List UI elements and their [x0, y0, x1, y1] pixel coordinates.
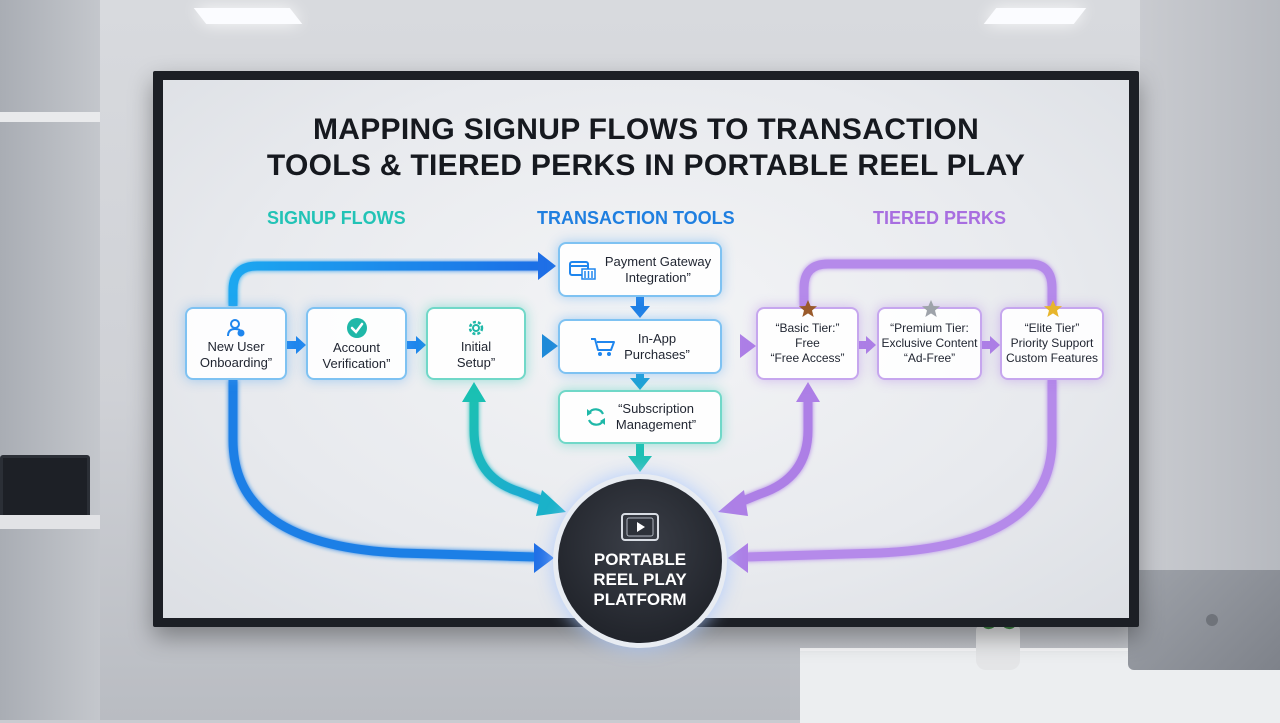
node-label-line-2: Exclusive Content [881, 336, 978, 350]
user-icon [227, 318, 245, 336]
bronze-star-icon [799, 300, 817, 317]
arrowhead-premium [866, 336, 876, 354]
cart-icon [591, 337, 616, 356]
left-shelf [0, 112, 100, 122]
node-in-app-purchases: In-App Purchases” [558, 319, 722, 374]
arrowhead-to-payment [538, 252, 556, 280]
node-label-line-1: “Basic Tier:” [775, 321, 840, 335]
laptop-logo [1206, 614, 1218, 626]
node-label-line-1: “Subscription [618, 401, 694, 416]
node-payment-gateway: Payment Gateway Integration” [558, 242, 722, 297]
laptop [1128, 570, 1280, 670]
node-label-line-2: Free [795, 336, 820, 350]
hub-label-line-1: PORTABLE [593, 550, 687, 569]
title-line-1: MAPPING SIGNUP FLOWS TO TRANSACTION [312, 113, 980, 146]
node-label-line-1: Account [333, 339, 380, 355]
node-label-line-1: “Elite Tier” [1024, 321, 1080, 335]
node-label-line-1: Initial [460, 338, 492, 354]
platform-hub: PORTABLE REEL PLAY PLATFORM [558, 479, 722, 643]
node-label-line-2: Setup” [456, 354, 496, 370]
node-initial-setup: Initial Setup” [426, 307, 526, 380]
arrowhead-elite-hub [728, 543, 748, 573]
node-label-line-1: New User [207, 338, 265, 354]
arrowhead-setup-up [462, 382, 486, 402]
node-label-line-1: “Premium Tier: [890, 321, 969, 335]
node-label-line-1: Payment Gateway [604, 253, 712, 269]
arrowhead-inapp [542, 334, 558, 358]
connector-onboarding-to-payment [228, 261, 540, 306]
hub-label-line-3: PLATFORM [593, 590, 687, 609]
connector-basic-to-hub [736, 398, 813, 508]
refresh-icon [586, 408, 605, 426]
node-label-line-3: Custom Features [1005, 351, 1099, 365]
column-heading-signup-flows: SIGNUP FLOWS [267, 208, 406, 228]
arrowhead-verification [296, 336, 306, 354]
hub-label-line-2: REEL PLAY [593, 570, 687, 589]
node-label-line-3: “Free Access” [770, 351, 845, 365]
arrowhead-elite [990, 336, 1000, 354]
node-label-line-2: Verification” [322, 355, 391, 371]
node-elite-tier: “Elite Tier” Priority Support Custom Fea… [1000, 300, 1104, 380]
connector-elite-to-hub [745, 380, 1057, 562]
check-circle-icon [346, 317, 367, 338]
node-label-line-2: Management” [615, 417, 697, 432]
node-label-line-1: In-App [637, 330, 677, 346]
payment-card-icon [568, 260, 596, 280]
node-label-line-2: Purchases” [624, 346, 690, 362]
title-line-2: TOOLS & TIERED PERKS IN PORTABLE REEL PL… [266, 149, 1026, 182]
arrowhead-basic [740, 334, 756, 358]
arrowhead-inapp-subscription [630, 378, 650, 390]
connector-setup-to-hub [469, 398, 550, 508]
node-premium-tier: “Premium Tier: Exclusive Content “Ad-Fre… [877, 300, 982, 380]
arrowhead-hub-purple [718, 490, 748, 516]
connector-onboarding-to-hub [228, 380, 537, 562]
connector-perks-loop [799, 259, 1057, 306]
column-heading-transaction-tools: TRANSACTION TOOLS [537, 208, 735, 228]
column-heading-tiered-perks: TIERED PERKS [873, 208, 1007, 228]
diagram-title: MAPPING SIGNUP FLOWS TO TRANSACTION TOOL… [163, 112, 1129, 184]
arrowhead-payment-inapp [630, 306, 650, 318]
arrowhead-hub-teal [536, 490, 566, 516]
arrowhead-basic-up [796, 382, 820, 402]
node-subscription-management: “Subscription Management” [558, 390, 722, 444]
node-account-verification: Account Verification” [306, 307, 407, 380]
arrowhead-subscription-hub [628, 456, 652, 472]
node-label-line-2: Integration” [625, 269, 691, 285]
silver-star-icon [922, 300, 940, 317]
plant-pot [976, 626, 1020, 670]
arrowhead-onboarding-hub [534, 543, 554, 573]
node-label-line-2: Priority Support [1010, 336, 1094, 350]
node-new-user-onboarding: New User Onboarding” [185, 307, 287, 380]
node-label-line-2: Onboarding” [199, 354, 273, 370]
gold-star-icon [1044, 300, 1062, 317]
node-basic-tier: “Basic Tier:” Free “Free Access” [756, 300, 859, 380]
node-label-line-3: “Ad-Free” [903, 351, 956, 365]
gear-icon [468, 320, 484, 335]
left-desk [0, 515, 100, 529]
video-player-icon [621, 513, 659, 541]
arrowhead-setup [416, 336, 426, 354]
